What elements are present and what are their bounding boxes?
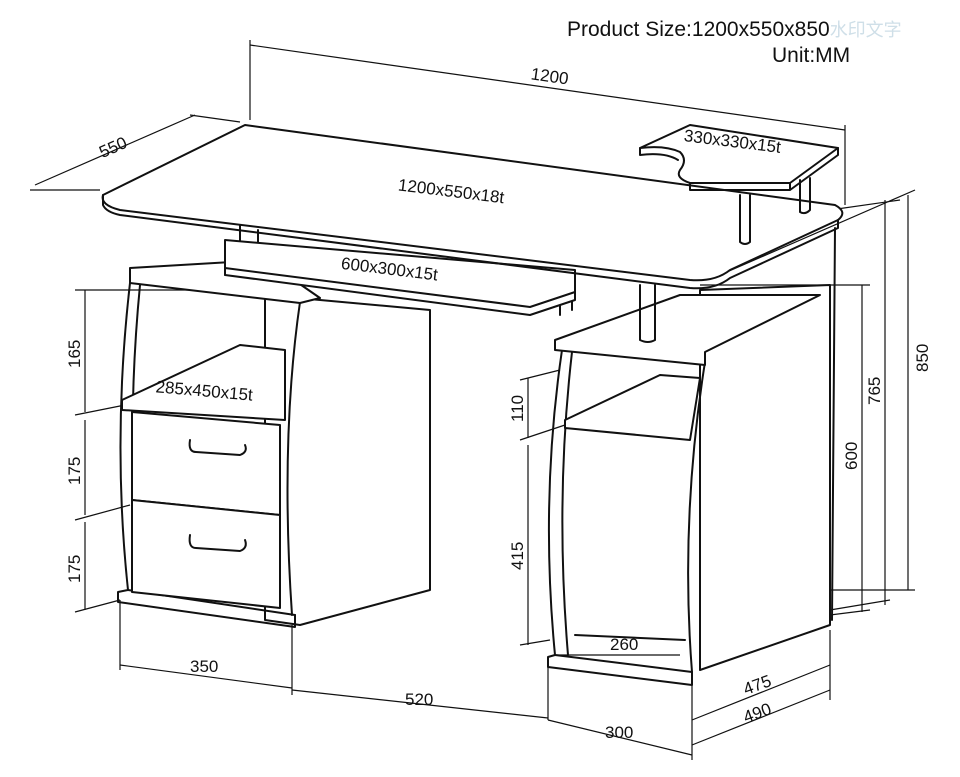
dim-175-top: 175 (65, 457, 84, 485)
drawer-handle (188, 534, 247, 552)
monitor-shelf (639, 124, 839, 245)
dim-175-bottom: 175 (65, 555, 84, 583)
dim-600: 600 (842, 442, 861, 470)
unit-label: Unit:MM (772, 44, 851, 67)
dim-765: 765 (865, 377, 884, 405)
right-pedestal (547, 284, 831, 686)
dim-110: 110 (508, 395, 527, 422)
watermark: 水印文字 (829, 20, 902, 40)
product-size-text: Product Size:1200x550x850 (567, 18, 830, 41)
dim-850: 850 (913, 344, 932, 372)
left-pedestal (117, 259, 431, 628)
dim-350: 350 (190, 657, 218, 676)
bottom-drawer (131, 499, 281, 609)
dim-width: 1200 (530, 64, 570, 88)
drawer-handle (188, 439, 247, 456)
desktop (101, 124, 844, 621)
extension-lines (30, 40, 916, 760)
cpu-shelf (564, 374, 701, 441)
dim-300: 300 (605, 723, 633, 742)
top-drawer (131, 411, 281, 516)
dimension-lines (34, 44, 909, 756)
dim-490: 490 (741, 699, 774, 727)
dim-415: 415 (508, 542, 527, 570)
dim-475: 475 (741, 671, 774, 699)
dim-depth: 550 (96, 133, 130, 162)
product-size-label: Product Size:1200x550x850水印文字 (567, 16, 902, 42)
keyboard-tray-group (224, 224, 576, 316)
dim-165: 165 (65, 340, 84, 368)
dim-260: 260 (610, 635, 638, 654)
dim-520: 520 (405, 690, 433, 709)
side-shelf (121, 344, 286, 421)
